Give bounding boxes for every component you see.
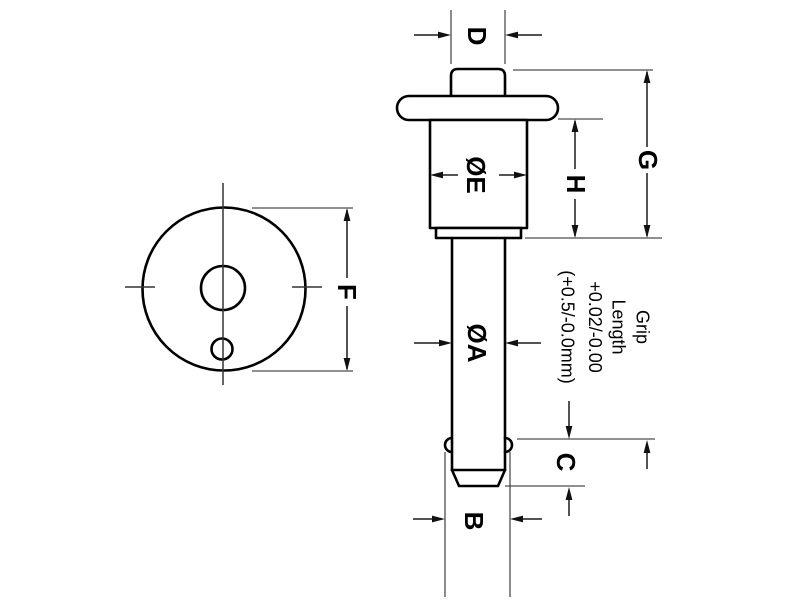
dim-label-h: H — [561, 175, 591, 194]
flange-head — [395, 94, 560, 122]
e-right-arrowhead-icon — [514, 171, 527, 179]
pin-body — [428, 118, 529, 230]
dimension-b: B — [413, 512, 542, 531]
d-left-arrowhead-icon — [438, 31, 451, 39]
grip-note-line-4: (+0.5/-0.0mm) — [558, 270, 578, 384]
grip-outside-arrowhead-icon — [643, 440, 651, 453]
dimension-h: H — [561, 119, 591, 238]
button-knob — [449, 67, 507, 98]
b-right-arrowhead-icon — [510, 515, 523, 523]
a-right-arrowhead-icon — [505, 339, 518, 347]
lock-ball-right — [503, 436, 514, 454]
dimension-d: D — [414, 27, 542, 46]
g-top-arrowhead-icon — [643, 70, 651, 83]
chamfered-tip — [450, 468, 507, 488]
grip-note-line-3: +0.02/-0.00 — [585, 281, 605, 373]
h-top-arrowhead-icon — [571, 119, 579, 132]
h-bottom-arrowhead-icon — [571, 225, 579, 238]
dimension-e: ØE — [430, 156, 527, 194]
side-view — [395, 67, 560, 488]
grip-note-line-2: Length — [609, 299, 629, 354]
dimension-f: F — [332, 208, 362, 371]
front-view — [125, 183, 322, 385]
dimension-c: C — [551, 401, 581, 516]
c-top-arrowhead-icon — [565, 426, 573, 439]
b-left-arrowhead-icon — [432, 515, 445, 523]
dim-label-e: ØE — [461, 156, 491, 194]
a-left-arrowhead-icon — [439, 339, 452, 347]
lock-ball-left — [443, 436, 454, 454]
f-top-arrowhead-icon — [343, 208, 351, 221]
dim-label-g: G — [633, 150, 663, 170]
dimension-grip-length: Grip Length +0.02/-0.00 (+0.5/-0.0mm) — [558, 270, 653, 469]
extension-lines — [252, 10, 662, 597]
dimension-a: ØA — [414, 324, 541, 363]
dim-label-a: ØA — [462, 324, 492, 363]
dim-label-c: C — [551, 453, 581, 472]
dim-label-d: D — [462, 27, 492, 46]
d-right-arrowhead-icon — [505, 31, 518, 39]
lock-ball-hole — [210, 337, 234, 361]
dim-label-f: F — [332, 284, 362, 300]
grip-note-line-1: Grip — [633, 310, 653, 344]
f-bottom-arrowhead-icon — [343, 358, 351, 371]
g-bottom-arrowhead-icon — [643, 225, 651, 238]
dimension-g: G — [633, 70, 663, 238]
e-left-arrowhead-icon — [430, 171, 443, 179]
dim-label-b: B — [459, 512, 489, 531]
c-bottom-arrowhead-icon — [565, 487, 573, 500]
collar-step — [434, 226, 523, 240]
